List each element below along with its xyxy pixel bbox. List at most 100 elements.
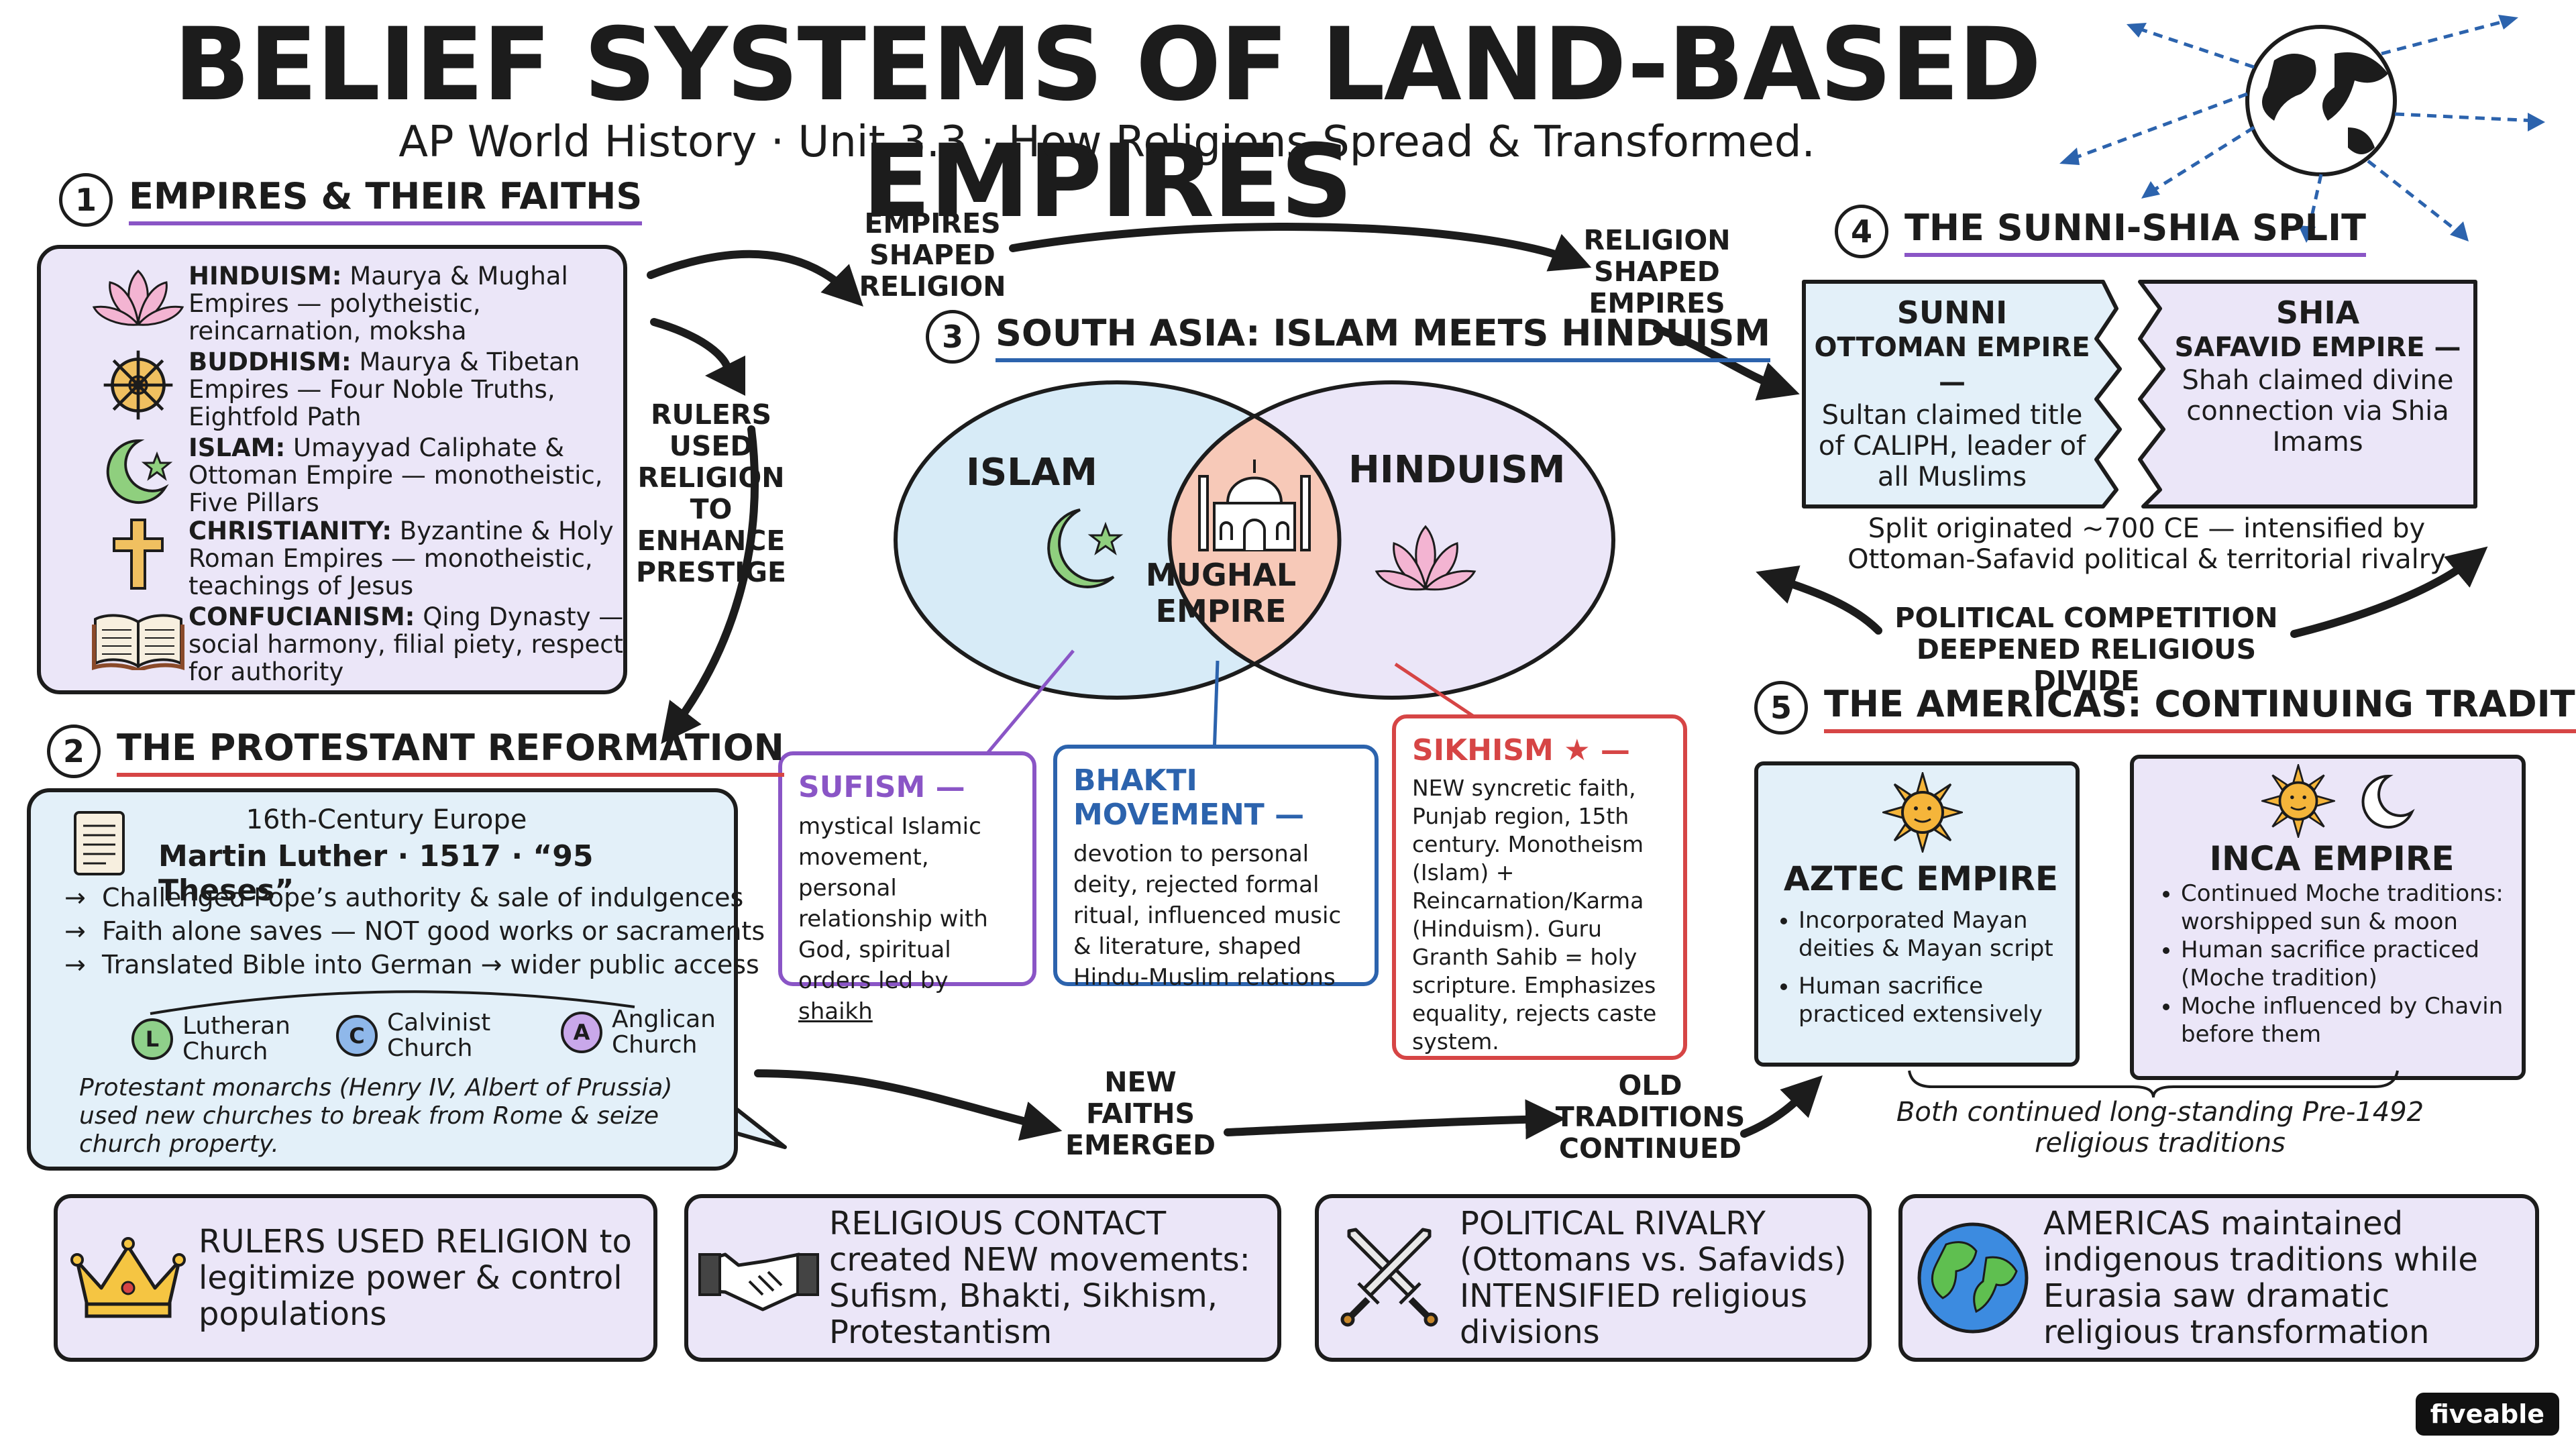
church-badge: A — [561, 1012, 602, 1053]
crescent-star-icon — [88, 434, 189, 508]
summary-card-contact: RELIGIOUS CONTACT created NEW movements:… — [684, 1194, 1281, 1362]
summary-text: RELIGIOUS CONTACT created NEW movements:… — [829, 1205, 1250, 1351]
reformation-box: 16th-Century Europe Martin Luther · 1517… — [27, 788, 765, 1171]
arrow-label-rulers-used: RULERS USED RELIGION TO ENHANCE PRESTIGE — [635, 398, 787, 588]
section-title: SOUTH ASIA: ISLAM MEETS HINDUISM — [996, 312, 1771, 362]
brand-logo: fiveable — [2415, 1393, 2559, 1436]
faith-text: Umayyad Caliphate & Ottoman Empire — mon… — [189, 433, 603, 517]
summary-text: AMERICAS maintained indigenous tradition… — [2043, 1205, 2478, 1351]
faith-name: BUDDHISM: — [189, 347, 352, 376]
sikhism-text: NEW syncretic faith, Punjab region, 15th… — [1412, 775, 1657, 1055]
sunni-text: Sultan claimed title of CALIPH, leader o… — [1818, 400, 2086, 492]
sunni-empire: OTTOMAN EMPIRE — — [1814, 332, 2090, 398]
shia-panel: SHIA SAFAVID EMPIRE — Shah claimed divin… — [2170, 295, 2465, 458]
sufism-title: SUFISM — — [798, 770, 965, 804]
church-label: Anglican Church — [612, 1006, 716, 1059]
reformation-note: Protestant monarchs (Henry IV, Albert of… — [79, 1074, 673, 1158]
shia-title: SHIA — [2275, 294, 2360, 331]
crescent-star-icon — [1047, 508, 1124, 588]
venn-label-mughal: MUGHAL EMPIRE — [1145, 557, 1297, 629]
globe-arrows-icon — [2059, 15, 2545, 243]
section-title: EMPIRES & THEIR FAITHS — [129, 175, 643, 225]
bhakti-text: devotion to personal deity, rejected for… — [1073, 841, 1342, 991]
sunni-shia-split-shapes — [1802, 280, 2477, 508]
section-title: THE PROTESTANT REFORMATION — [117, 727, 784, 777]
section-number: 5 — [1754, 681, 1808, 735]
section-number: 1 — [59, 173, 113, 227]
sufism-shaikh: shaikh — [798, 998, 873, 1025]
aztec-point: Human sacrifice practiced extensively — [1799, 972, 2094, 1028]
lotus-icon — [88, 262, 189, 336]
faith-name: HINDUISM: — [189, 262, 342, 290]
church-label: Calvinist Church — [387, 1009, 491, 1062]
faith-name: CONFUCIANISM: — [189, 602, 415, 631]
mosque-icon — [1198, 460, 1311, 551]
page-title: BELIEF SYSTEMS OF LAND-BASED EMPIRES — [173, 7, 2042, 240]
venn-connectors — [985, 649, 1477, 756]
faith-name: ISLAM: — [189, 433, 286, 462]
dharma-wheel-icon — [88, 348, 189, 422]
sikhism-box: SIKHISM ★ — NEW syncretic faith, Punjab … — [1392, 714, 1687, 1060]
summary-card-americas: AMERICAS maintained indigenous tradition… — [1898, 1194, 2539, 1362]
reformation-point: → Challenged Pope’s authority & sale of … — [64, 883, 744, 912]
book-icon — [88, 603, 189, 677]
summary-card-rivalry: POLITICAL RIVALRY (Ottomans vs. Safavids… — [1315, 1194, 1872, 1362]
americas-note: Both continued long-standing Pre-1492 re… — [1896, 1097, 2424, 1159]
faith-hinduism: HINDUISM: Maurya & Mughal Empires — poly… — [88, 262, 658, 345]
reformation-points: → Challenged Pope’s authority & sale of … — [64, 881, 765, 981]
reformation-luther: Martin Luther · 1517 · “95 Theses” — [158, 839, 594, 908]
arrow-label-political-competition: POLITICAL COMPETITION DEEPENED RELIGIOUS… — [1894, 602, 2278, 697]
inca-title: INCA EMPIRE — [2209, 839, 2455, 878]
aztec-point: Incorporated Mayan deities & Mayan scrip… — [1799, 906, 2094, 963]
inca-scroll: INCA EMPIRE Continued Moche traditions: … — [2130, 755, 2526, 1080]
section-title: THE AMERICAS: CONTINUING TRADITIONS — [1824, 683, 2576, 733]
faith-text: Byzantine & Holy Roman Empires — monothe… — [189, 517, 614, 600]
church-anglican: A Anglican Church — [561, 1007, 719, 1058]
faith-text: Qing Dynasty — social harmony, filial pi… — [189, 602, 624, 686]
venn-label-islam: ISLAM — [966, 451, 1097, 494]
arrow-label-old-traditions: OLD TRADITIONS CONTINUED — [1555, 1069, 1746, 1165]
bhakti-box: BHAKTI MOVEMENT — devotion to personal d… — [1053, 745, 1379, 991]
section5-heading: 5 THE AMERICAS: CONTINUING TRADITIONS — [1754, 681, 2576, 735]
cross-icon — [88, 517, 189, 591]
arrow-label-new-faiths: NEW FAITHS EMERGED — [1065, 1066, 1216, 1161]
reformation-point: → Faith alone saves — NOT good works or … — [64, 916, 765, 946]
sun-icon — [2259, 761, 2338, 841]
faith-christianity: CHRISTIANITY: Byzantine & Holy Roman Emp… — [88, 517, 658, 600]
shia-text: Shah claimed divine connection via Shia … — [2182, 365, 2454, 458]
church-calvinist: C Calvinist Church — [336, 1010, 494, 1061]
scroll-icon — [66, 806, 133, 882]
summary-text: RULERS USED RELIGION to legitimize power… — [199, 1223, 632, 1333]
shia-empire: SAFAVID EMPIRE — — [2174, 332, 2461, 363]
section-number: 2 — [47, 724, 101, 778]
aztec-title: AZTEC EMPIRE — [1783, 859, 2059, 898]
venn-diagram — [894, 380, 1615, 700]
summary-card-rulers: RULERS USED RELIGION to legitimize power… — [54, 1194, 657, 1362]
americas-brace — [1908, 1070, 2399, 1098]
sun-icon — [1880, 769, 1966, 855]
lotus-icon — [1375, 525, 1477, 591]
faith-confucianism: CONFUCIANISM: Qing Dynasty — social harm… — [88, 603, 658, 686]
sufism-text: mystical Islamic movement, personal rela… — [798, 813, 988, 994]
faith-text: Maurya & Tibetan Empires — Four Noble Tr… — [189, 347, 580, 431]
globe-icon — [1902, 1218, 2043, 1338]
reformation-point: → Translated Bible into German → wider p… — [64, 950, 759, 979]
sunni-title: SUNNI — [1896, 294, 2008, 331]
faith-buddhism: BUDDHISM: Maurya & Tibetan Empires — Fou… — [88, 348, 658, 431]
section-number: 4 — [1835, 205, 1888, 258]
inca-point: Human sacrifice practiced (Moche traditi… — [2181, 936, 2543, 992]
inca-point: Moche influenced by Chavin before them — [2181, 992, 2543, 1049]
faith-islam: ISLAM: Umayyad Caliphate & Ottoman Empir… — [88, 434, 658, 517]
inca-point: Continued Moche traditions: worshipped s… — [2181, 879, 2543, 936]
split-note: Split originated ~700 CE — intensified b… — [1847, 513, 2446, 575]
aztec-points: Incorporated Mayan deities & Mayan scrip… — [1772, 906, 2094, 1028]
section2-heading: 2 THE PROTESTANT REFORMATION — [47, 724, 784, 778]
venn-label-hinduism: HINDUISM — [1348, 448, 1566, 492]
arrow-label-religion-shaped: RELIGION SHAPED EMPIRES — [1583, 224, 1731, 319]
aztec-scroll: AZTEC EMPIRE Incorporated Mayan deities … — [1754, 761, 2080, 1067]
faith-name: CHRISTIANITY: — [189, 517, 392, 545]
empires-faiths-box: HINDUISM: Maurya & Mughal Empires — poly… — [37, 245, 627, 694]
